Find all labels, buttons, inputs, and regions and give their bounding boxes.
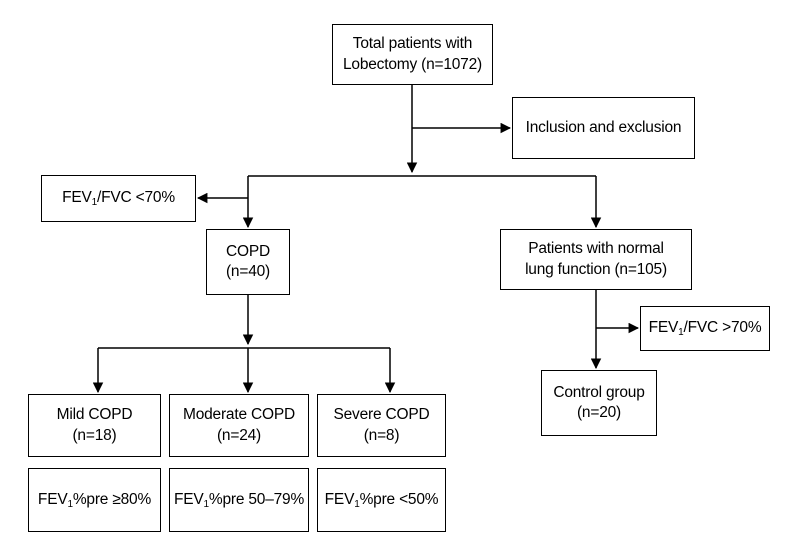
total-line2: Lobectomy (n=1072) <box>342 55 482 73</box>
fev-low-pre: FEV <box>62 189 92 207</box>
moderate-crit-sub: 1 <box>203 498 209 510</box>
moderate-line1: Moderate COPD <box>183 406 295 424</box>
fev-high-sub: 1 <box>678 327 684 339</box>
fev-high-post: /FVC >70% <box>683 319 762 337</box>
moderate-copd-box: Moderate COPD (n=24) <box>169 394 309 457</box>
inclusion-exclusion-box: Inclusion and exclusion <box>512 97 695 159</box>
copd-line1: COPD <box>226 242 270 260</box>
fev-high-box: FEV1/FVC >70% <box>640 306 770 351</box>
control-group-box: Control group (n=20) <box>541 370 657 436</box>
moderate-crit-post: %pre 50–79% <box>208 490 305 508</box>
fev-low-post: /FVC <70% <box>97 189 175 207</box>
fev-low-box: FEV1/FVC <70% <box>41 175 196 222</box>
severe-copd-box: Severe COPD (n=8) <box>317 394 446 457</box>
mild-copd-box: Mild COPD (n=18) <box>28 394 161 457</box>
mild-line2: (n=18) <box>72 426 117 444</box>
mild-crit-post: %pre ≥80% <box>72 490 152 508</box>
moderate-line2: (n=24) <box>216 426 262 444</box>
control-line2: (n=20) <box>576 404 622 421</box>
mild-line1: Mild COPD <box>56 406 133 424</box>
severe-line1: Severe COPD <box>333 406 430 424</box>
inclusion-label: Inclusion and exclusion <box>525 118 682 136</box>
copd-line2: (n=40) <box>225 263 271 280</box>
control-line1: Control group <box>553 383 645 401</box>
fev-high-pre: FEV <box>648 319 679 337</box>
moderate-crit-pre: FEV <box>173 490 204 508</box>
normal-line1: Patients with normal <box>528 240 664 258</box>
normal-line2: lung function (n=105) <box>525 260 667 278</box>
severe-crit-post: %pre <50% <box>359 490 439 508</box>
normal-lung-box: Patients with normal lung function (n=10… <box>500 229 692 290</box>
moderate-criteria-box: FEV1%pre 50–79% <box>169 468 309 532</box>
fev-low-sub: 1 <box>91 197 98 209</box>
severe-crit-pre: FEV <box>324 490 355 508</box>
severe-criteria-box: FEV1%pre <50% <box>317 468 446 532</box>
severe-crit-sub: 1 <box>354 498 360 510</box>
total-line1: Total patients with <box>352 35 473 53</box>
total-patients-box: Total patients with Lobectomy (n=1072) <box>332 24 493 85</box>
mild-crit-sub: 1 <box>67 498 73 510</box>
mild-criteria-box: FEV1%pre ≥80% <box>28 468 161 532</box>
copd-box: COPD (n=40) <box>206 229 290 295</box>
severe-line2: (n=8) <box>363 426 400 444</box>
mild-crit-pre: FEV <box>37 490 68 508</box>
